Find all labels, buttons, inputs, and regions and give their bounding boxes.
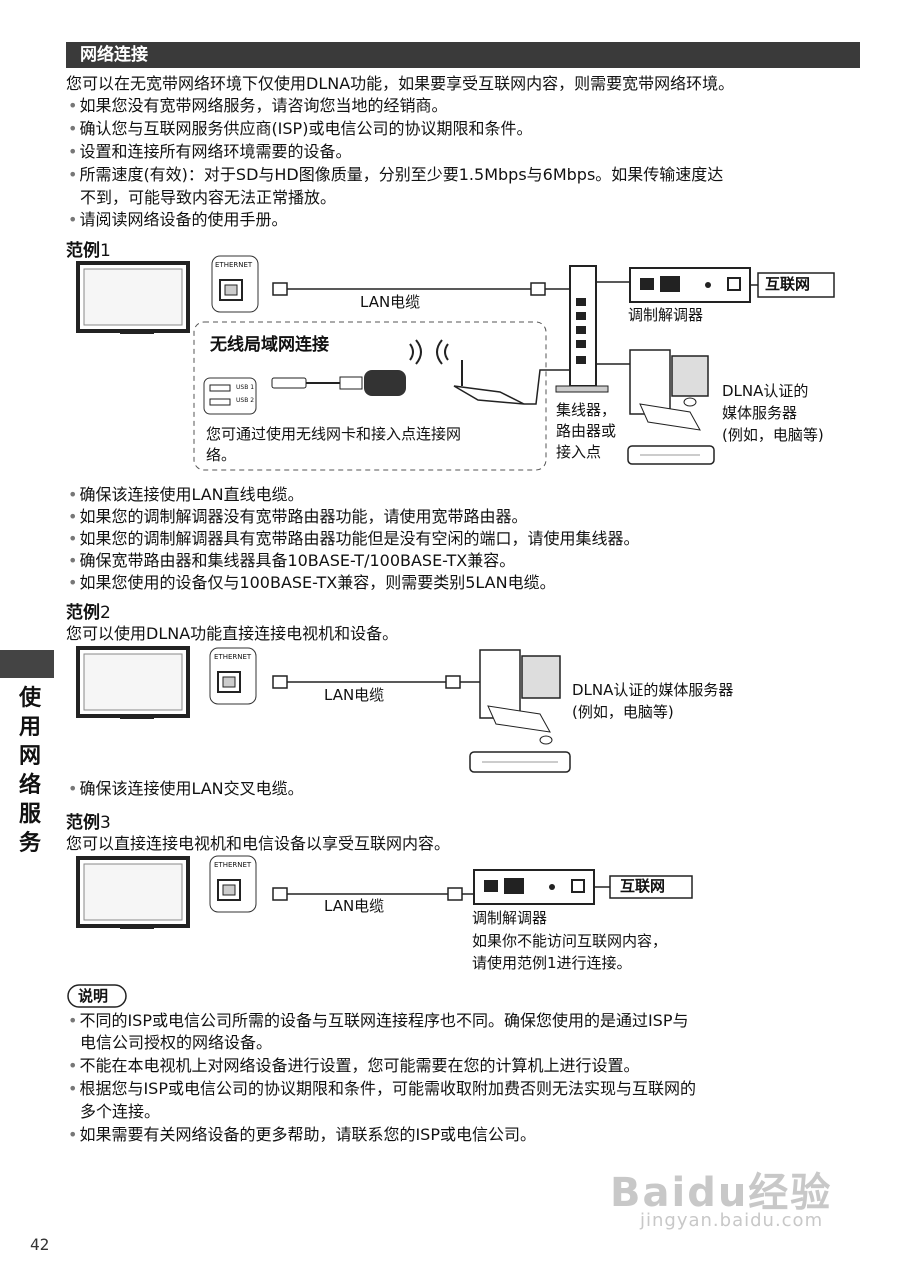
intro-bullet: 请阅读网络设备的使用手册。: [68, 209, 287, 231]
wireless-adapter-icon: [271, 339, 422, 396]
wireless-title: 无线局域网连接: [210, 335, 329, 355]
modem-icon-1: [596, 267, 758, 303]
usb-port-icon: [203, 377, 257, 415]
wireless-text-cont: 络。: [206, 446, 237, 464]
note-item: 不能在本电视机上对网络设备进行设置，您可能需要在您的计算机上进行设置。: [68, 1055, 639, 1077]
intro-bullet: 所需速度(有效)：对于SD与HD图像质量，分别至少要1.5Mbps与6Mbps。…: [68, 164, 723, 186]
hub-router-icon: [555, 265, 609, 393]
server-label: 媒体服务器: [722, 404, 798, 422]
example1-bullet: 如果您的调制解调器具有宽带路由器功能但是没有空闲的端口，请使用集线器。: [68, 528, 639, 550]
lan-cable-label: LAN电缆: [324, 686, 385, 704]
lan-cable-1: [272, 282, 570, 296]
wireless-text: 您可通过使用无线网卡和接入点连接网: [206, 425, 462, 443]
side-tab-bar: [0, 650, 54, 678]
example1-title: 范例1: [66, 241, 111, 261]
internet-label: 互联网: [620, 877, 666, 895]
ethernet-label: ETHERNET: [214, 861, 252, 869]
example1-bullet: 确保该连接使用LAN直线电缆。: [68, 484, 303, 506]
notes-badge: [67, 984, 127, 1008]
intro-bullet: 设置和连接所有网络环境需要的设备。: [68, 141, 351, 163]
usb1-label: USB 1: [236, 384, 255, 391]
server-label: (例如，电脑等): [572, 703, 674, 721]
example1-bullet: 如果您的调制解调器没有宽带路由器功能，请使用宽带路由器。: [68, 506, 527, 528]
internet-box-3: [609, 875, 693, 899]
ethernet-port-icon: [211, 255, 259, 313]
hub-label: 集线器，: [556, 401, 617, 419]
wireless-lan-box: [193, 321, 547, 471]
watermark-logo: Baidu经验: [610, 1170, 833, 1216]
example2-desc: 您可以使用DLNA功能直接连接电视机和设备。: [66, 624, 399, 643]
ethernet-port-icon: [209, 855, 257, 913]
note-item: 如果需要有关网络设备的更多帮助，请联系您的ISP或电信公司。: [68, 1124, 536, 1146]
section-title: 网络连接: [66, 42, 860, 68]
lan-cable-label: LAN电缆: [360, 293, 421, 311]
example1-bullet: 确保宽带路由器和集线器具备10BASE-T/100BASE-TX兼容。: [68, 550, 515, 572]
example2-title: 范例2: [66, 603, 111, 623]
access-point-icon: [436, 339, 570, 405]
intro-bullet: 如果您没有宽带网络服务，请咨询您当地的经销商。: [68, 95, 447, 117]
usb2-label: USB 2: [236, 397, 255, 404]
tv-2: [76, 646, 190, 719]
tv-3: [76, 856, 190, 929]
note-item: 不同的ISP或电信公司所需的设备与互联网连接程序也不同。确保您使用的是通过ISP…: [68, 1010, 688, 1032]
lan-cable-2: [272, 675, 480, 689]
computer-icon-1: [596, 349, 709, 431]
intro-bullet-cont: 不到，可能导致内容无法正常播放。: [80, 188, 337, 207]
example3-title: 范例3: [66, 813, 111, 833]
example3-note: 如果你不能访问互联网内容，: [472, 932, 668, 950]
internet-label: 互联网: [765, 275, 811, 293]
intro-bullet: 确认您与互联网服务供应商(ISP)或电信公司的协议期限和条件。: [68, 118, 532, 140]
modem-label: 调制解调器: [628, 306, 704, 324]
server-label: (例如，电脑等): [722, 426, 824, 444]
internet-box-1: [757, 272, 835, 298]
note-item-cont: 电信公司授权的网络设备。: [80, 1033, 273, 1052]
ethernet-label: ETHERNET: [214, 653, 252, 661]
note-item-cont: 多个连接。: [80, 1102, 161, 1121]
ethernet-label: ETHERNET: [215, 261, 253, 269]
ethernet-port-icon: [209, 647, 257, 705]
intro-text: 您可以在无宽带网络环境下仅使用DLNA功能，如果要享受互联网内容，则需要宽带网络…: [66, 74, 735, 93]
example1-bullet: 如果您使用的设备仅与100BASE-TX兼容，则需要类别5LAN电缆。: [68, 572, 555, 594]
example2-bullet: 确保该连接使用LAN交叉电缆。: [68, 778, 303, 800]
hub-label: 路由器或: [556, 422, 617, 440]
tv-1: [76, 261, 190, 334]
example3-note: 请使用范例1进行连接。: [472, 954, 632, 972]
server-label: DLNA认证的媒体服务器: [572, 681, 734, 699]
modem-icon-3: [473, 869, 610, 905]
lan-cable-label: LAN电缆: [324, 897, 385, 915]
note-item: 根据您与ISP或电信公司的协议期限和条件，可能需收取附加费否则无法实现与互联网的: [68, 1078, 696, 1100]
computer-icon-2: [479, 649, 561, 745]
recorder-icon-2: [469, 751, 571, 773]
lan-cable-3: [272, 887, 474, 901]
page-number: 42: [30, 1235, 50, 1254]
modem-label: 调制解调器: [472, 909, 548, 927]
server-label: DLNA认证的: [722, 382, 809, 400]
watermark-url: jingyan.baidu.com: [640, 1210, 824, 1231]
hub-label: 接入点: [556, 443, 602, 461]
notes-label: 说明: [78, 987, 109, 1005]
example3-desc: 您可以直接连接电视机和电信设备以享受互联网内容。: [66, 834, 451, 853]
side-tab-label: 使 用 网 络 服 务: [18, 686, 41, 856]
recorder-icon-1: [627, 445, 715, 465]
